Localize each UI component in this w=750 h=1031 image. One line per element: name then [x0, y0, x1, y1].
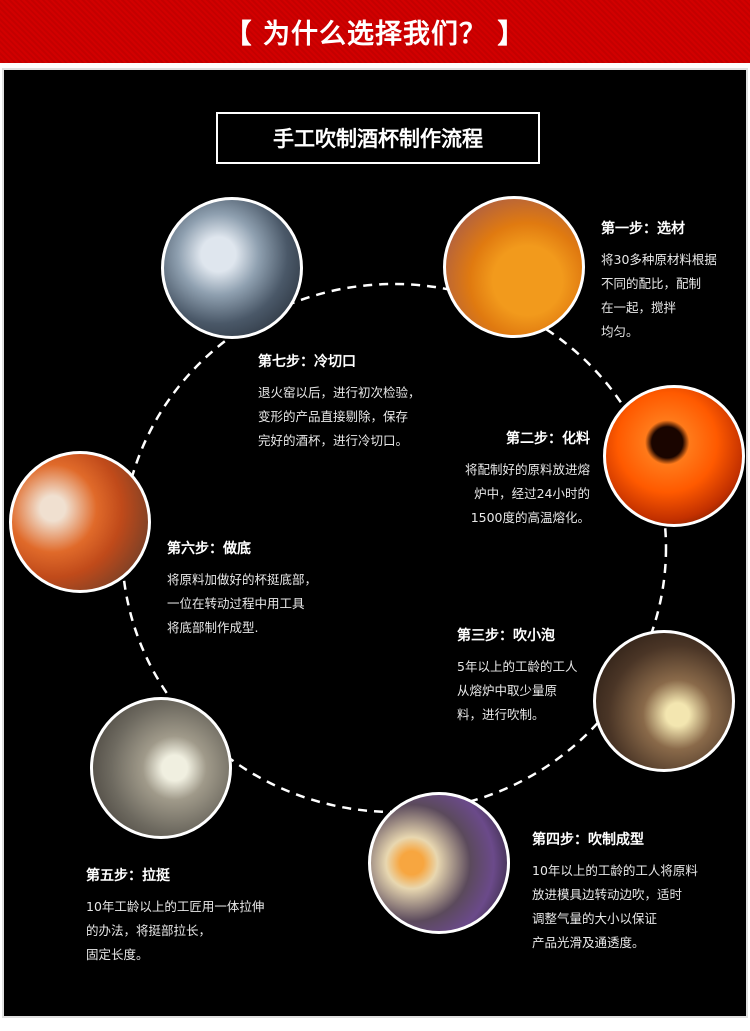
- step-5: 第五步：拉挺 10年工龄以上的工匠用一体拉伸 的办法，将挺部拉长， 固定长度。: [86, 865, 306, 967]
- step-3: 第三步：吹小泡 5年以上的工龄的工人 从熔炉中取少量原 料，进行吹制。: [457, 625, 617, 727]
- step-title: 第四步：吹制成型: [532, 832, 644, 848]
- step-title: 第三步：吹小泡: [457, 628, 555, 644]
- step-1: 第一步：选材将30多种原材料根据 不同的配比，配制 在一起，搅拌 均匀。: [601, 218, 746, 344]
- step-body: 将30多种原材料根据 不同的配比，配制 在一起，搅拌 均匀。: [601, 252, 717, 339]
- step-title: 第七步：冷切口: [258, 354, 356, 370]
- step-title: 第二步：化料: [506, 431, 590, 447]
- step-body: 退火窑以后，进行初次检验， 变形的产品直接剔除，保存 完好的酒杯，进行冷切口。: [258, 385, 421, 448]
- step-body: 将配制好的原料放进熔 炉中，经过24小时的 1500度的高温熔化。: [464, 462, 590, 525]
- process-title: 手工吹制酒杯制作流程: [216, 112, 540, 164]
- step-body: 10年以上的工龄的工人将原料 放进模具边转动边吹，适时 调整气量的大小以保证 产…: [532, 863, 698, 950]
- step1-photo: [443, 196, 585, 338]
- header-title: 【 为什么选择我们？ 】: [224, 19, 526, 50]
- step-2: 第二步：化料将配制好的原料放进熔 炉中，经过24小时的 1500度的高温熔化。: [424, 428, 590, 530]
- step-7: 第七步：冷切口退火窑以后，进行初次检验， 变形的产品直接剔除，保存 完好的酒杯，…: [258, 351, 458, 453]
- step-title: 第六步：做底: [167, 541, 251, 557]
- step-body: 将原料加做好的杯挺底部， 一位在转动过程中用工具 将底部制作成型.: [167, 572, 318, 635]
- step-4: 第四步：吹制成型 10年以上的工龄的工人将原料 放进模具边转动边吹，适时 调整气量…: [532, 829, 746, 955]
- process-panel: 手工吹制酒杯制作流程 第一步：选材将30多种原材料根据 不同的配比，配制 在一起…: [2, 68, 748, 1018]
- step2-photo: [603, 385, 745, 527]
- step-body: 10年工龄以上的工匠用一体拉伸 的办法，将挺部拉长， 固定长度。: [86, 899, 265, 962]
- step-6: 第六步：做底将原料加做好的杯挺底部， 一位在转动过程中用工具 将底部制作成型.: [167, 538, 367, 640]
- step-title: 第五步：拉挺: [86, 868, 170, 884]
- step6-photo: [9, 451, 151, 593]
- step5-photo: [90, 697, 232, 839]
- step-title: 第一步：选材: [601, 221, 685, 237]
- step4-photo: [368, 792, 510, 934]
- step3-photo: [593, 630, 735, 772]
- step7-photo: [161, 197, 303, 339]
- step-body: 5年以上的工龄的工人 从熔炉中取少量原 料，进行吹制。: [457, 659, 578, 722]
- header-banner: 【 为什么选择我们？ 】: [0, 0, 750, 63]
